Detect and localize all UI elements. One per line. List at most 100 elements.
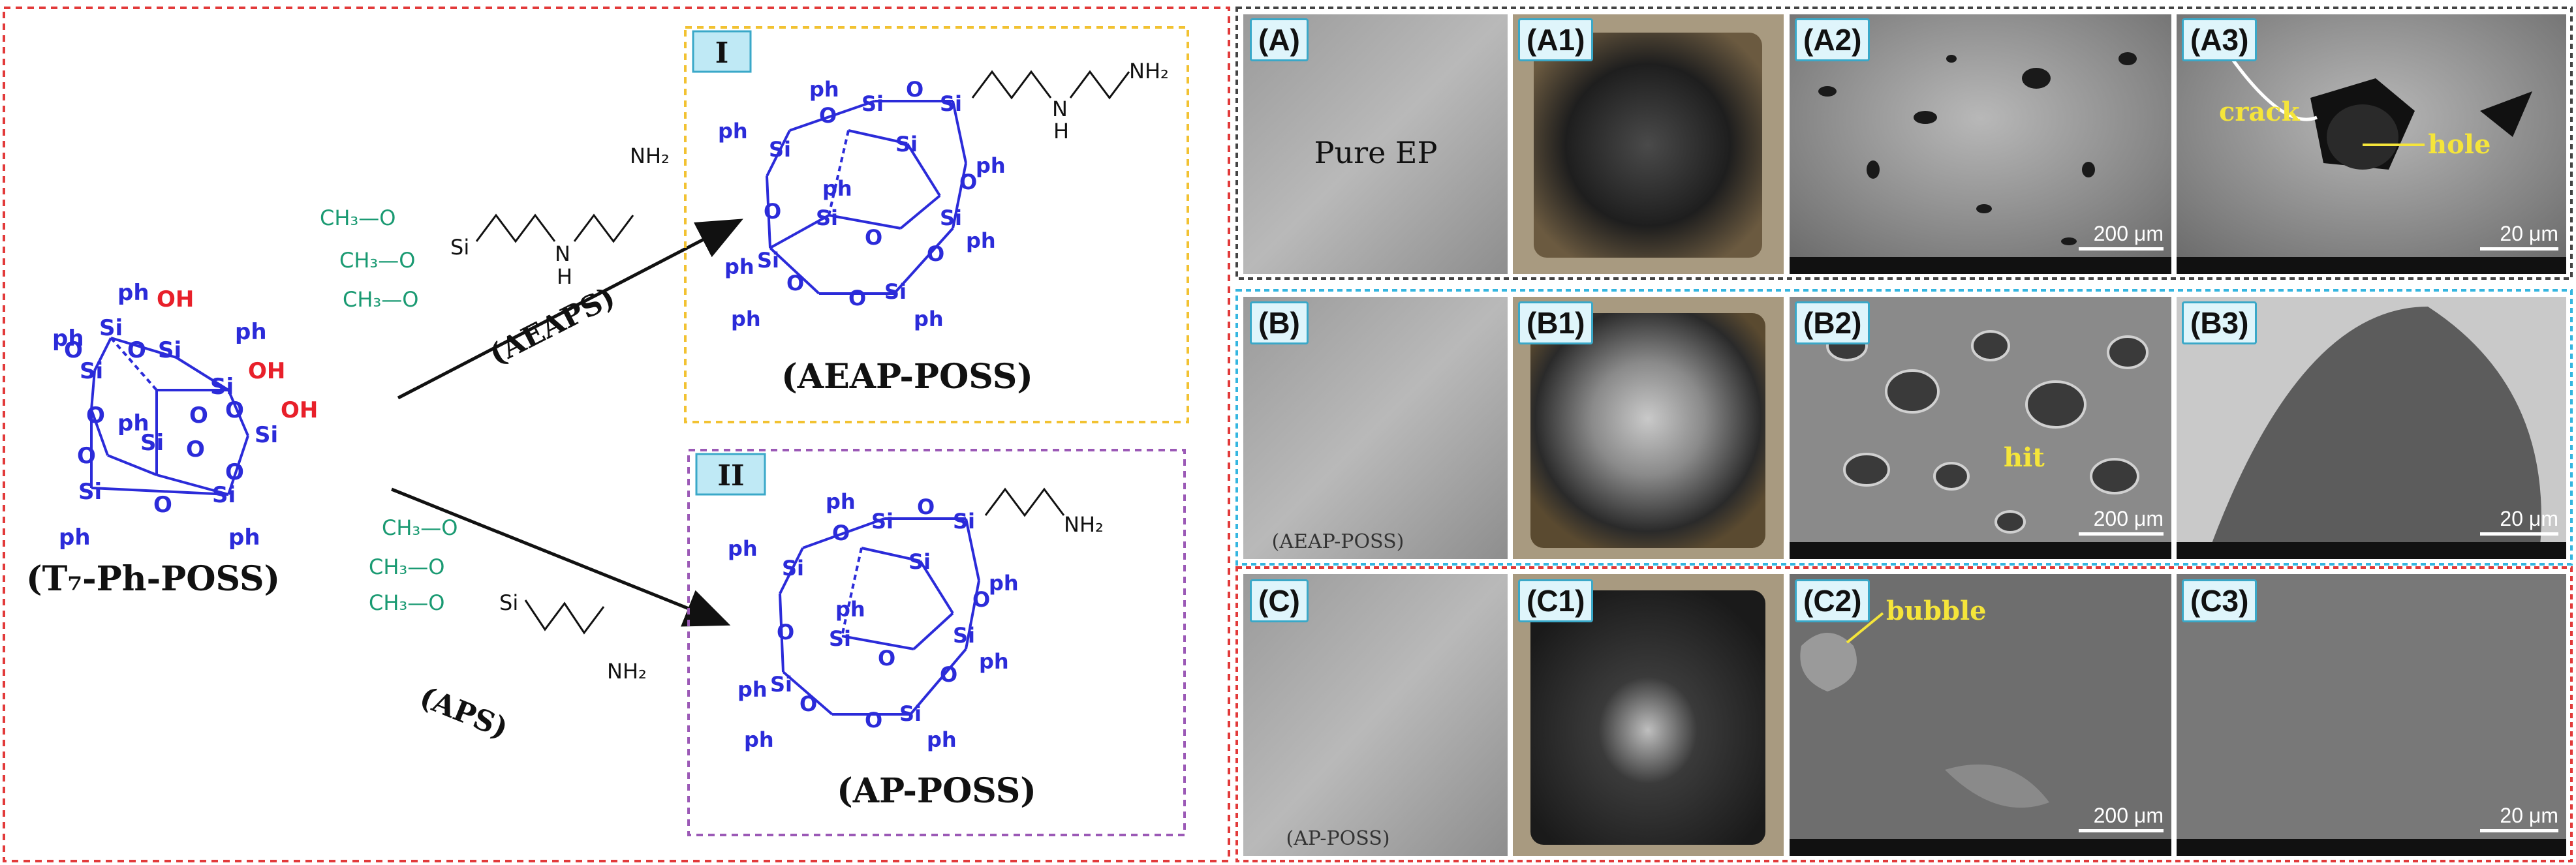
row-c-frame (1235, 566, 2573, 862)
scale-bar-c2: 200 μm (2079, 804, 2164, 832)
atom-o: O (940, 662, 957, 687)
atom-si: Si (158, 337, 181, 363)
atom-si: Si (80, 358, 103, 384)
atom-o: O (832, 521, 850, 545)
atom-n: N (1052, 97, 1068, 121)
methoxy-group: CH₃—O (339, 248, 415, 273)
pure-ep-label: Pure EP (1314, 135, 1438, 170)
panel-b1-label: (B1) (1518, 301, 1594, 344)
atom-si: Si (899, 701, 922, 726)
atom-si: Si (757, 248, 779, 273)
atom-o: O (865, 225, 882, 250)
methoxy-group: CH₃—O (369, 590, 444, 615)
atom-o: O (959, 170, 977, 194)
atom-si: Si (953, 509, 975, 534)
atom-ph: ph (966, 228, 996, 253)
hydroxyl: OH (157, 286, 194, 312)
atom-o: O (225, 397, 244, 423)
row-b-frame (1235, 289, 2573, 566)
panel-b3-label: (B3) (2182, 301, 2258, 344)
atom-ph: ph (989, 571, 1019, 596)
scale-bar-b2: 200 μm (2079, 507, 2164, 536)
scale-text: 200 μm (2093, 804, 2164, 827)
scale-bar-b3: 20 μm (2480, 507, 2558, 536)
atom-ph: ph (228, 524, 260, 551)
ap-poss-structure: Si Si Si Si Si Si Si Si O O O O O O O O … (728, 487, 1104, 752)
hydroxyl: OH (248, 358, 285, 384)
atom-ph: ph (52, 326, 84, 352)
hole-label: hole (2428, 129, 2491, 160)
atom-o: O (189, 402, 208, 429)
atom-si: Si (829, 626, 851, 651)
atom-si: Si (895, 132, 918, 157)
methoxy-group: CH₃—O (343, 287, 418, 312)
atom-si: Si (210, 374, 234, 400)
atom-o: O (225, 459, 244, 485)
atom-si: Si (770, 672, 792, 697)
atom-o: O (848, 286, 866, 311)
atom-si: Si (871, 509, 893, 534)
atom-si: Si (816, 205, 838, 230)
scale-text: 20 μm (2500, 222, 2558, 245)
amine-group: NH₂ (1129, 59, 1169, 83)
atom-si: Si (769, 137, 791, 162)
panel-c3-label: (C3) (2182, 579, 2258, 622)
atom-ph: ph (718, 119, 748, 144)
reactant-label: (T₇-Ph-POSS) (26, 559, 280, 599)
box-i-label: I (715, 37, 729, 70)
atom-ph: ph (117, 410, 149, 436)
atom-ph: ph (724, 254, 754, 279)
atom-o: O (799, 691, 817, 716)
sem-bubbles (1826, 330, 2149, 534)
hit-label: hit (2004, 442, 2045, 473)
atom-ph: ph (979, 649, 1009, 674)
aeaps-label: (AEAPS) (484, 281, 621, 372)
atom-ph: ph (927, 727, 957, 752)
atom-ph: ph (235, 319, 267, 345)
atom-h: H (557, 264, 572, 289)
atom-o: O (878, 646, 895, 671)
atom-ph: ph (59, 524, 91, 551)
atom-o: O (86, 402, 105, 429)
atom-ph: ph (809, 77, 839, 102)
scale-text: 20 μm (2500, 507, 2558, 530)
scale-text: 200 μm (2093, 507, 2164, 530)
product-box-ii (687, 449, 1186, 836)
aps-label: (APS) (415, 680, 513, 746)
atom-si: Si (884, 279, 907, 304)
product-box-i (684, 26, 1189, 423)
arrow-to-aeap-poss (397, 219, 743, 400)
arrow-to-ap-poss (391, 487, 731, 627)
atom-ph: ph (822, 176, 852, 201)
panel-c2-label: (C2) (1795, 579, 1870, 622)
aeap-poss-structure: Si Si Si Si Si Si Si Si O O O O O O O O … (718, 59, 1169, 331)
atom-o: O (972, 587, 990, 612)
atom-o: O (64, 337, 83, 363)
atom-si: Si (908, 549, 931, 574)
atom-si: Si (255, 422, 278, 448)
atom-o: O (127, 337, 146, 363)
atom-ph: ph (835, 597, 865, 622)
methoxy-group: CH₃—O (382, 515, 458, 540)
atom-si: Si (782, 556, 804, 581)
atom-ph: ph (826, 489, 856, 514)
atom-o: O (927, 241, 944, 266)
row-a-frame (1235, 7, 2573, 280)
panel-a3-label: (A3) (2182, 18, 2258, 61)
panel-c1-label: (C1) (1518, 579, 1594, 622)
atom-h: H (1053, 119, 1069, 144)
atom-ph: ph (728, 536, 758, 561)
ap-poss-small-label: (AP-POSS) (1286, 827, 1389, 850)
atom-o: O (917, 494, 935, 519)
aeap-poss-small-label: (AEAP-POSS) (1272, 530, 1404, 553)
atom-si: Si (99, 315, 123, 341)
atom-n: N (555, 241, 570, 266)
atom-o: O (865, 708, 882, 733)
bubble-label: bubble (1886, 596, 1987, 626)
atom-o: O (153, 492, 172, 518)
methoxy-group: CH₃—O (369, 554, 444, 579)
atom-o: O (819, 103, 837, 128)
t7-ph-poss-structure: Si Si Si Si Si Si Si Si O O O O O O O O … (52, 280, 318, 551)
methoxy-group: CH₃—O (320, 205, 396, 230)
